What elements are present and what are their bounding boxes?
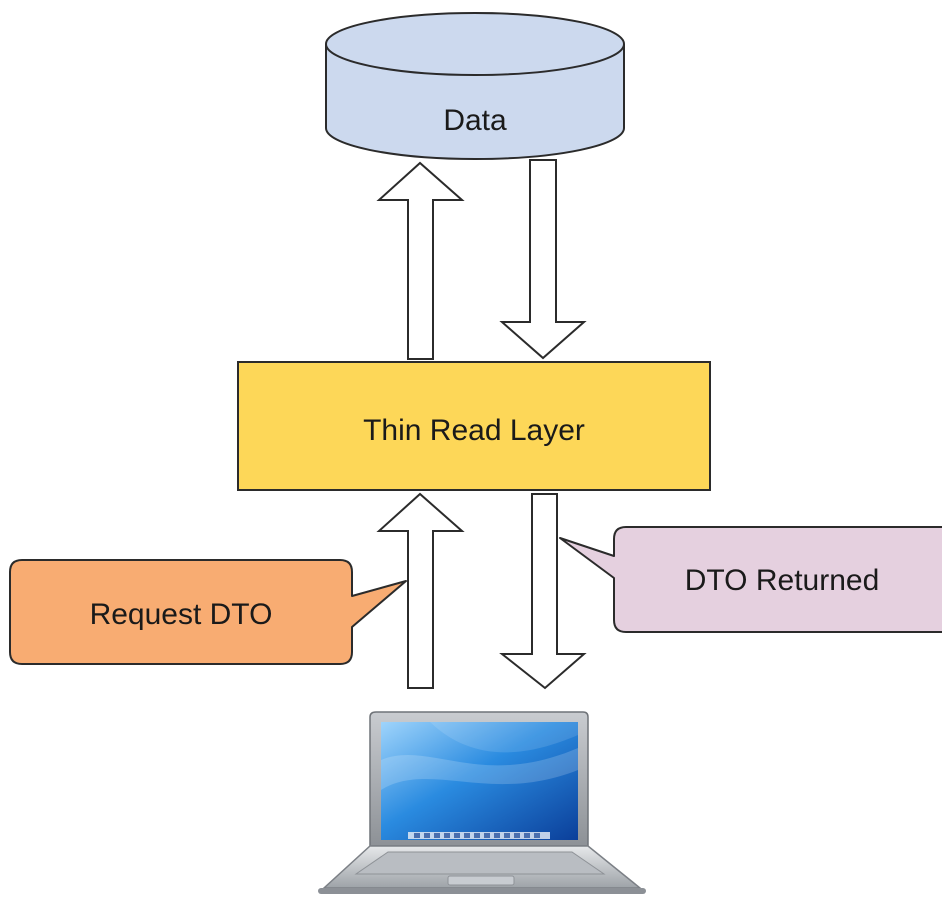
response-callout-label: DTO Returned xyxy=(685,564,880,597)
read-layer-label: Thin Read Layer xyxy=(363,414,585,447)
laptop-icon xyxy=(318,711,646,894)
laptop-screen xyxy=(381,722,578,840)
response-down-arrow xyxy=(499,493,587,690)
read-layer-box xyxy=(237,361,711,491)
dto-returned-callout: DTO Returned xyxy=(559,526,942,633)
request-callout-label: Request DTO xyxy=(90,598,273,631)
data-down-arrow xyxy=(499,159,587,360)
request-dto-callout: Request DTO xyxy=(9,559,407,665)
request-up-arrow xyxy=(376,492,465,689)
response-callout-shape xyxy=(559,526,942,633)
request-callout-shape xyxy=(9,559,407,665)
data-store-label: Data xyxy=(443,104,507,137)
data-store: Data xyxy=(325,12,625,160)
query-up-arrow xyxy=(376,161,465,360)
data-store-body xyxy=(325,44,625,160)
data-store-top xyxy=(325,12,625,76)
thin-read-layer: Thin Read Layer xyxy=(237,361,711,491)
